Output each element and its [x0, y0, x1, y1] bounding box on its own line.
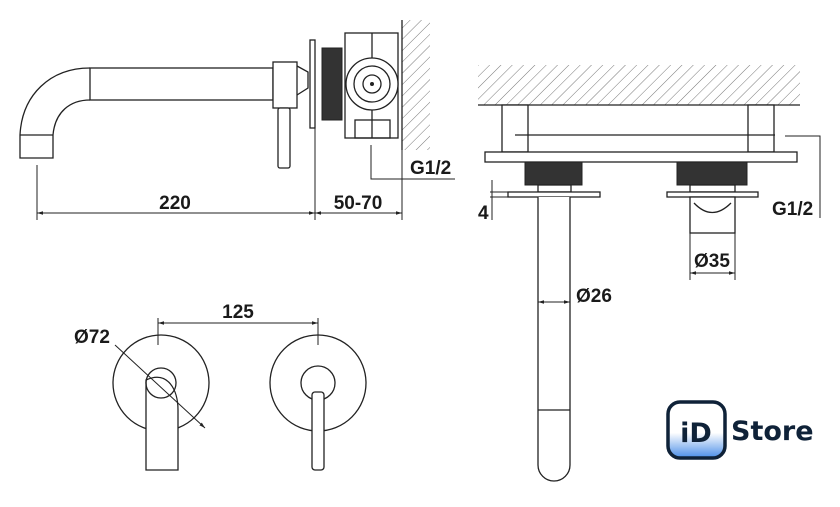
flange [309, 39, 316, 129]
spout-top [537, 197, 571, 482]
spout-front [145, 376, 179, 471]
logo-mark: iD [680, 418, 712, 449]
handle-front [311, 391, 325, 471]
logo-name: Store [731, 416, 814, 447]
thread-right [676, 161, 748, 186]
spout-curve [19, 67, 91, 159]
wall-hatch-top [478, 65, 800, 105]
rosette-right [666, 191, 759, 198]
idstore-logo: iD Store [666, 400, 814, 460]
dim-outlet-diameter: Ø35 [694, 251, 730, 272]
rosette-left [507, 191, 601, 198]
thread-block [321, 47, 343, 121]
front-view: Ø72 125 [74, 302, 367, 471]
spout-pipe [89, 67, 274, 101]
dim-flange-thickness: 4 [478, 203, 489, 224]
spout-body [272, 61, 298, 109]
handle [277, 107, 291, 169]
dim-spout-length: 220 [159, 193, 191, 214]
outlet [689, 196, 736, 234]
thread-label-right: G1/2 [772, 199, 813, 220]
thread-left [524, 161, 583, 186]
dim-wall-depth: 50-70 [334, 193, 383, 214]
wall-hatch [402, 20, 430, 150]
thread-label-left: G1/2 [410, 158, 451, 179]
top-view: Ø35 Ø26 4 G1/2 [478, 65, 821, 482]
mounting-plate [484, 151, 798, 163]
dim-rosette-diameter: Ø72 [74, 327, 110, 348]
dim-spout-diameter: Ø26 [576, 286, 612, 307]
dim-centre-distance: 125 [222, 302, 254, 323]
side-view: 220 50-70 G1/2 [19, 20, 455, 220]
